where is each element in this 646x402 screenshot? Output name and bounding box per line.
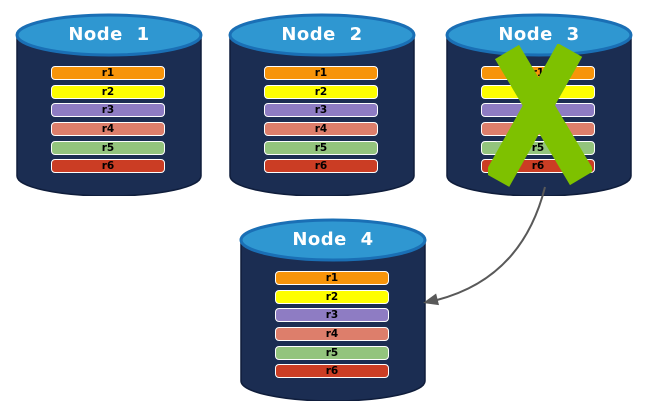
node-title: Node 2 [281,24,363,45]
row-label: r6 [325,365,339,378]
replica-row-r5: r5 [275,345,389,360]
replica-row-r2: r2 [275,289,389,304]
row-label: r1 [325,272,339,284]
row-label: r2 [101,85,115,98]
replica-row-r1: r1 [264,66,378,80]
row-label: r1 [314,67,328,79]
replica-row-list: r1 r2 r3 r4 r5 r6 [51,66,165,174]
replica-row-r6: r6 [51,159,165,174]
failure-x-icon [488,44,592,187]
node-title: Node 3 [498,24,580,45]
row-label: r6 [101,160,115,173]
replica-row-r4: r4 [264,122,378,137]
node-2: Node 2 r1 r2 r3 r4 r5 r6 [227,8,417,196]
row-label: r3 [101,104,115,117]
row-label: r5 [101,141,115,154]
row-label: r3 [325,309,339,322]
row-label: r4 [314,123,328,136]
row-label: r3 [314,104,328,117]
row-label: r4 [101,123,115,136]
cylinder-top [15,13,203,57]
node-title: Node 4 [292,229,374,250]
row-label: r6 [314,160,328,173]
cylinder-top [445,13,633,57]
node-title: Node 1 [68,24,150,45]
node-4: Node 4 r1 r2 r3 r4 r5 r6 [238,213,428,401]
replica-row-r6: r6 [264,159,378,174]
row-label: r5 [314,141,328,154]
replica-row-r1: r1 [51,66,165,80]
replica-row-r2: r2 [264,84,378,99]
x-stroke-2 [488,44,583,187]
row-label: r5 [325,346,339,359]
replica-row-r3: r3 [264,103,378,118]
replica-row-r5: r5 [51,140,165,155]
replica-row-r2: r2 [51,84,165,99]
replica-row-r6: r6 [275,364,389,379]
replica-row-r1: r1 [275,271,389,285]
node-1: Node 1 r1 r2 r3 r4 r5 r6 [14,8,204,196]
replica-row-list: r1 r2 r3 r4 r5 r6 [275,271,389,379]
row-label: r5 [531,141,545,154]
row-label: r2 [325,290,339,303]
arrow-curve [436,186,546,301]
row-label: r4 [325,328,339,341]
cylinder-top [239,218,427,262]
replica-row-r3: r3 [51,103,165,118]
row-label: r2 [314,85,328,98]
row-label: r6 [531,160,545,173]
replica-row-r3: r3 [275,308,389,323]
replica-row-r4: r4 [275,327,389,342]
row-label: r1 [101,67,115,79]
replica-row-r4: r4 [51,122,165,137]
replica-row-list: r1 r2 r3 r4 r5 r6 [264,66,378,174]
cylinder-top [228,13,416,57]
replica-row-r5: r5 [264,140,378,155]
